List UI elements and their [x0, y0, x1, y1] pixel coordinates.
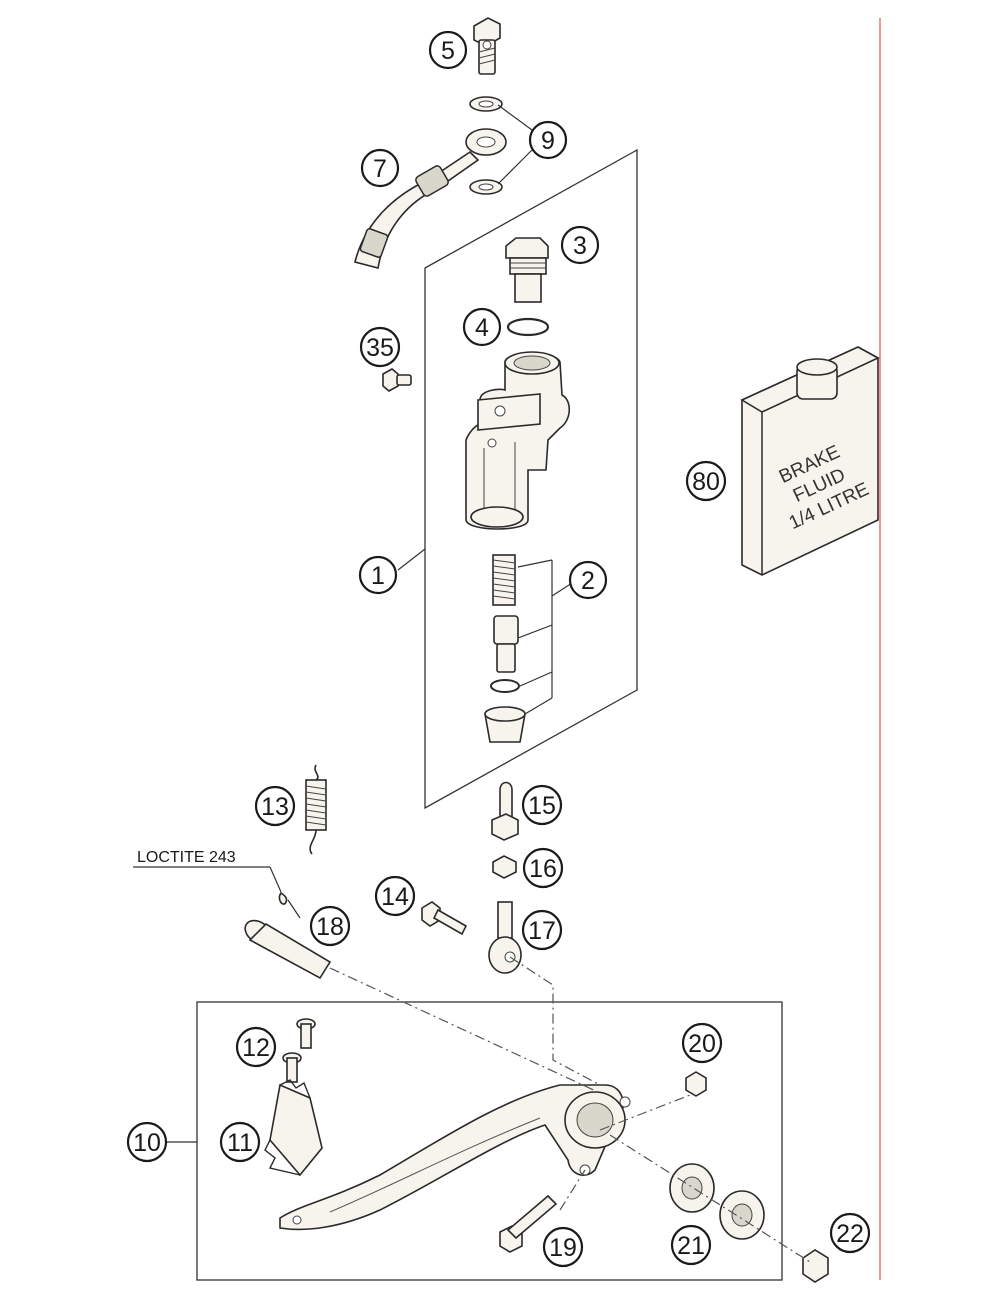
- master-cylinder-frame: [424, 148, 638, 810]
- callout-13: 13: [254, 785, 296, 827]
- callout-circle: [670, 1224, 712, 1266]
- callout-circle: [126, 1121, 168, 1163]
- callout-circle: [542, 1226, 584, 1268]
- callout-circle: [568, 560, 608, 600]
- lever-bolt-part: [499, 1194, 558, 1253]
- pedal-screws-part: [282, 1018, 316, 1083]
- callout-label: 20: [688, 1030, 716, 1058]
- washer-upper-part: [469, 96, 503, 112]
- callout-circle: [560, 225, 600, 265]
- callout-10: 10: [126, 1121, 168, 1163]
- bearing-left-part: [669, 1163, 715, 1213]
- callout-18: 18: [309, 905, 351, 947]
- callout-label: 5: [441, 37, 455, 65]
- callout-80: 80: [685, 460, 727, 502]
- lever-nut-part: [685, 1071, 707, 1097]
- leader-lines: [133, 104, 533, 1143]
- callout-label: 19: [549, 1234, 577, 1262]
- callout-5: 5: [428, 30, 468, 70]
- axle-nut-part: [802, 1249, 829, 1283]
- pedal-bolt-part: [244, 891, 332, 980]
- callout-label: 3: [573, 232, 587, 260]
- callout-2: 2: [568, 560, 608, 600]
- callout-12: 12: [235, 1026, 277, 1068]
- callout-7: 7: [360, 148, 400, 188]
- screw-part: [382, 368, 412, 392]
- callout-circle: [309, 905, 351, 947]
- o-ring-part: [506, 317, 550, 337]
- callout-label: 13: [261, 793, 289, 821]
- callout-4: 4: [462, 307, 502, 347]
- push-rod-part: [491, 781, 519, 841]
- callout-circle: [374, 875, 416, 917]
- callout-label: 14: [381, 883, 409, 911]
- callout-circle: [528, 120, 568, 160]
- callout-label: 2: [581, 567, 595, 595]
- brake-line-part: [354, 128, 507, 269]
- washer-lower-part: [469, 179, 503, 195]
- callout-label: 1: [371, 562, 385, 590]
- brake-fluid-can-part: BRAKE FLUID 1/4 LITRE: [740, 346, 880, 576]
- pivot-bolt-part: [421, 901, 468, 936]
- callout-circle: [522, 847, 564, 889]
- callout-17: 17: [521, 909, 563, 951]
- callout-label: 15: [528, 792, 556, 820]
- callout-11: 11: [219, 1121, 261, 1163]
- callout-circle: [681, 1022, 723, 1064]
- callout-circle: [360, 148, 400, 188]
- callout-circle: [521, 909, 563, 951]
- callout-circle: [359, 326, 401, 368]
- reservoir-fitting-part: [505, 237, 549, 303]
- callout-3: 3: [560, 225, 600, 265]
- callout-label: 21: [677, 1232, 705, 1260]
- callout-circle: [462, 307, 502, 347]
- callout-label: 10: [133, 1129, 161, 1157]
- callout-label: 12: [242, 1034, 270, 1062]
- callout-16: 16: [522, 847, 564, 889]
- callout-22: 22: [829, 1212, 871, 1254]
- callout-label: 11: [227, 1129, 253, 1157]
- callout-label: 9: [541, 127, 555, 155]
- callout-circle: [219, 1121, 261, 1163]
- hex-nut-part: [492, 855, 517, 879]
- callout-35: 35: [359, 326, 401, 368]
- callout-1: 1: [358, 555, 398, 595]
- callout-label: 16: [529, 855, 557, 883]
- callout-14: 14: [374, 875, 416, 917]
- callout-label: 18: [316, 913, 344, 941]
- callout-21: 21: [670, 1224, 712, 1266]
- clevis-part: [488, 901, 522, 974]
- assembly-lines: [329, 956, 811, 1263]
- callout-circle: [235, 1026, 277, 1068]
- callout-circle: [685, 460, 727, 502]
- pedal-group-frame: [196, 1001, 783, 1281]
- piston-kit-part: [484, 554, 573, 743]
- callout-circle: [254, 785, 296, 827]
- master-cylinder-body-part: [465, 351, 571, 530]
- return-spring-part: [305, 764, 327, 855]
- bearing-right-part: [719, 1190, 765, 1240]
- callout-9: 9: [528, 120, 568, 160]
- callout-circle: [358, 555, 398, 595]
- callout-label: 22: [836, 1220, 864, 1248]
- callout-circle: [521, 784, 563, 826]
- callout-label: 35: [366, 334, 394, 362]
- callout-label: 80: [692, 468, 720, 496]
- callout-20: 20: [681, 1022, 723, 1064]
- banjo-bolt-part: [473, 17, 501, 75]
- callout-15: 15: [521, 784, 563, 826]
- callout-circle: [829, 1212, 871, 1254]
- callout-label: 7: [373, 155, 387, 183]
- callout-label: 4: [475, 314, 489, 342]
- callout-circle: [428, 30, 468, 70]
- pedal-foot-tip-part: [264, 1079, 323, 1177]
- callout-label: 17: [528, 917, 556, 945]
- loctite-note: LOCTITE 243: [137, 849, 236, 866]
- callout-19: 19: [542, 1226, 584, 1268]
- brake-pedal-lever-part: [279, 1084, 631, 1231]
